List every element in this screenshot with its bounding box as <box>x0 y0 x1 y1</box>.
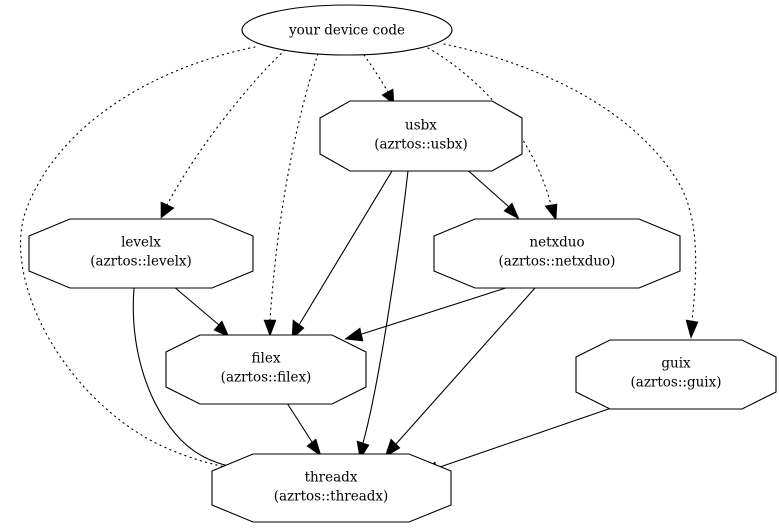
node-filex-shape <box>165 334 367 405</box>
node-usbx-label-line1: usbx <box>405 118 437 134</box>
node-usbx-label-line2: (azrtos::usbx) <box>374 137 468 153</box>
node-your-device-code[interactable]: your device code <box>241 4 453 56</box>
node-levelx-shape <box>28 218 254 289</box>
node-filex-label-line2: (azrtos::filex) <box>221 370 312 386</box>
node-threadx-label-line1: threadx <box>305 470 358 486</box>
node-threadx-shape <box>211 453 452 523</box>
node-netxduo-shape <box>433 218 681 289</box>
node-levelx-label-line2: (azrtos::levelx) <box>90 254 192 270</box>
edge-group-dotted <box>20 43 699 475</box>
node-guix-label-line1: guix <box>661 356 691 372</box>
edge-usbx-to-threadx <box>356 170 409 460</box>
edge-filex-to-threadx <box>286 402 322 457</box>
node-netxduo-label-line1: netxduo <box>529 235 584 251</box>
node-netxduo[interactable]: netxduo (azrtos::netxduo) <box>433 218 681 289</box>
node-filex-label-line1: filex <box>252 351 281 367</box>
node-netxduo-label-line2: (azrtos::netxduo) <box>499 254 616 270</box>
edge-usbx-to-filex <box>291 170 393 340</box>
edge-device-to-netxduo <box>427 47 558 221</box>
edge-device-to-filex <box>263 53 319 337</box>
node-levelx[interactable]: levelx (azrtos::levelx) <box>28 218 254 289</box>
node-usbx-shape <box>319 100 523 172</box>
node-guix-label-line2: (azrtos::guix) <box>631 375 722 391</box>
node-levelx-label-line1: levelx <box>121 235 161 251</box>
edge-usbx-to-netxduo <box>462 165 520 220</box>
edge-levelx-to-filex <box>172 285 230 338</box>
edge-netxduo-to-filex <box>344 285 513 342</box>
node-threadx[interactable]: threadx (azrtos::threadx) <box>211 453 452 523</box>
edge-guix-to-threadx <box>419 403 624 475</box>
edge-device-to-usbx <box>363 54 395 105</box>
node-your-device-code-label: your device code <box>288 23 405 39</box>
edge-device-to-guix <box>443 43 699 339</box>
node-your-device-code-shape <box>241 4 453 56</box>
edge-netxduo-to-threadx <box>384 287 536 458</box>
node-filex[interactable]: filex (azrtos::filex) <box>165 334 367 405</box>
node-usbx[interactable]: usbx (azrtos::usbx) <box>319 100 523 172</box>
edge-device-to-levelx <box>160 49 286 219</box>
node-guix-shape <box>575 339 777 410</box>
node-threadx-label-line2: (azrtos::threadx) <box>274 489 389 505</box>
node-guix[interactable]: guix (azrtos::guix) <box>575 339 777 410</box>
edge-group-solid <box>132 165 624 476</box>
